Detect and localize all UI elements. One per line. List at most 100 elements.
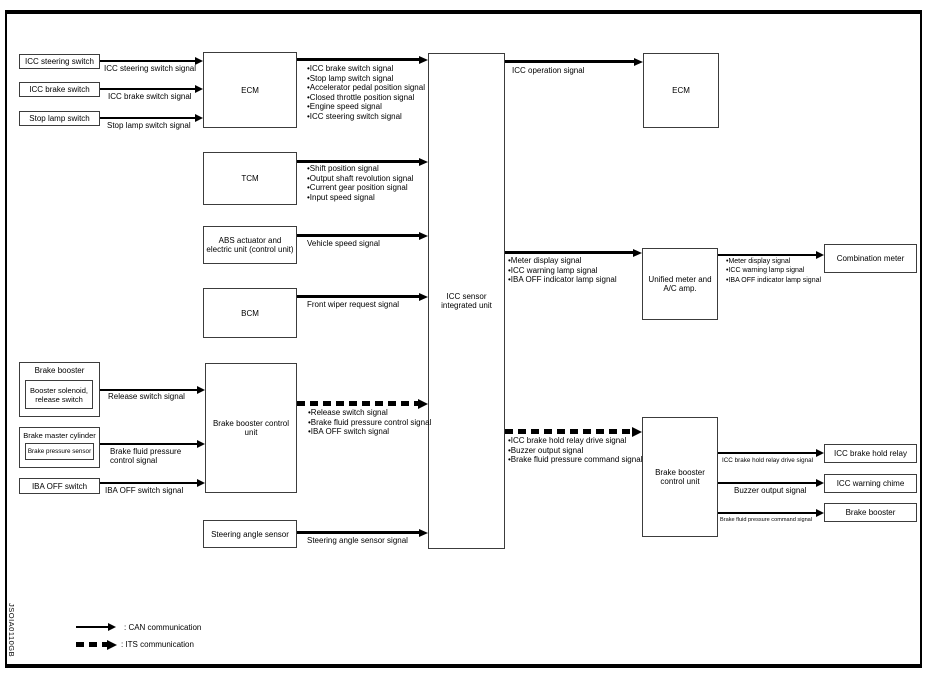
node-booster-solenoid: Booster solenoid, release switch — [25, 380, 93, 409]
node-icc-steering-switch: ICC steering switch — [19, 54, 100, 69]
signal-label-icc-brake: ICC brake switch signal — [108, 92, 192, 101]
node-label: Brake booster — [34, 366, 85, 375]
signal-list-item: •Output shaft revolution signal — [307, 173, 414, 183]
signal-list-item: •Input speed signal — [307, 192, 375, 202]
signal-list-bbcu-to-icc: •Release switch signal•Brake fluid press… — [308, 408, 431, 437]
signal-list-item: •Brake fluid pressure command signal — [508, 455, 643, 465]
node-ecm-left: ECM — [203, 52, 297, 128]
node-unified-meter: Unified meter and A/C amp. — [642, 248, 718, 320]
signal-list-item: •Engine speed signal — [307, 102, 382, 112]
node-stop-lamp-switch: Stop lamp switch — [19, 111, 100, 126]
node-brake-booster-cu-left: Brake booster control unit — [205, 363, 297, 493]
node-label: Brake booster control unit — [212, 419, 290, 437]
signal-list-tcm-to-icc: •Shift position signal•Output shaft revo… — [307, 164, 413, 202]
arrow-bbcu-to-icc-its — [297, 401, 418, 406]
signal-list-item: •Shift position signal — [307, 164, 379, 173]
node-combination-meter: Combination meter — [824, 244, 917, 273]
arrow-bbcu-to-chime — [718, 482, 816, 484]
diagram-border — [5, 10, 922, 668]
arrow-icc-to-bbcu-its — [505, 429, 632, 434]
arrow-abs-to-icc — [297, 234, 419, 237]
signal-list-item: •Closed throttle position signal — [307, 92, 415, 102]
signal-label-icc-steering: ICC steering switch signal — [104, 64, 197, 73]
signal-label-front-wiper: Front wiper request signal — [307, 300, 400, 309]
signal-list-item: •ICC warning lamp signal — [508, 265, 598, 275]
arrow-iba-to-bbcu — [100, 482, 197, 484]
signal-list-item: •Release switch signal — [308, 408, 388, 417]
signal-label-steering-angle: Steering angle sensor signal — [307, 536, 408, 545]
signal-label-hold-relay-drive: ICC brake hold relay drive signal — [722, 457, 813, 464]
node-brake-pressure-sensor: Brake pressure sensor — [25, 443, 94, 460]
signal-list-item: •ICC warning lamp signal — [726, 267, 805, 275]
signal-list-meter-to-comb: •Meter display signal •ICC warning lamp s… — [726, 257, 821, 285]
node-label: TCM — [241, 174, 259, 183]
signal-label-iba-off: IBA OFF switch signal — [105, 486, 184, 495]
signal-list-item: •Buzzer output signal — [508, 445, 584, 455]
legend-can-arrow — [76, 626, 108, 628]
node-bcm: BCM — [203, 288, 297, 338]
legend-its-label: : ITS communication — [121, 640, 194, 649]
node-tcm: TCM — [203, 152, 297, 205]
signal-list-icc-to-bbcu: •ICC brake hold relay drive signal•Buzze… — [508, 436, 642, 465]
signal-label-icc-operation: ICC operation signal — [512, 66, 585, 75]
arrow-icc-to-ecm-right — [505, 60, 634, 63]
node-label: Brake booster control unit — [655, 468, 705, 486]
signal-list-item: •IBA OFF indicator lamp signal — [726, 276, 822, 284]
node-label: ICC brake switch — [29, 85, 90, 94]
arrow-steering-angle-to-icc — [297, 531, 419, 534]
arrow-meter-to-combination — [718, 254, 816, 256]
node-icc-sensor-unit: ICC sensor integrated unit — [428, 53, 505, 549]
node-label: ICC sensor integrated unit — [441, 292, 492, 310]
signal-list-item: •Current gear position signal — [307, 183, 408, 193]
node-icc-brake-switch: ICC brake switch — [19, 82, 100, 97]
node-iba-off-switch: IBA OFF switch — [19, 478, 100, 494]
node-label: ECM — [672, 86, 690, 95]
signal-label-release-switch: Release switch signal — [108, 392, 185, 401]
arrow-icc-steering-to-ecm — [100, 60, 195, 62]
arrow-tcm-to-icc — [297, 160, 419, 163]
signal-list-icc-to-meter: •Meter display signal•ICC warning lamp s… — [508, 256, 617, 285]
node-icc-brake-hold-relay: ICC brake hold relay — [824, 444, 917, 463]
node-label: ICC warning chime — [836, 479, 905, 488]
node-label: Brake booster — [845, 508, 896, 517]
node-label: Brake master cylinder — [23, 431, 96, 440]
arrow-bbcu-to-booster — [718, 512, 816, 514]
signal-list-item: •Brake fluid pressure control signal — [308, 417, 432, 427]
signal-list-item: •Meter display signal — [726, 258, 791, 265]
node-abs-unit: ABS actuator and electric unit (control … — [203, 226, 297, 264]
legend-its-arrow — [76, 642, 107, 647]
node-label: ICC brake hold relay — [834, 449, 907, 458]
node-label: Combination meter — [836, 254, 905, 263]
arrow-icc-brake-to-ecm — [100, 88, 195, 90]
node-label: Stop lamp switch — [29, 114, 90, 123]
node-label: Unified meter and A/C amp. — [648, 275, 712, 293]
signal-list-item: •Meter display signal — [508, 256, 582, 265]
signal-label-vehicle-speed: Vehicle speed signal — [307, 239, 380, 248]
arrow-bcm-to-icc — [297, 295, 419, 298]
node-label: ABS actuator and electric unit (control … — [206, 236, 294, 254]
node-brake-booster-right: Brake booster — [824, 503, 917, 522]
signal-list-item: •Accelerator pedal position signal — [307, 83, 425, 93]
arrow-release-to-bbcu — [100, 389, 197, 391]
node-label: ICC steering switch — [25, 57, 94, 66]
node-icc-warning-chime: ICC warning chime — [824, 474, 917, 493]
node-ecm-right: ECM — [643, 53, 719, 128]
node-label: ECM — [241, 85, 259, 95]
figure-code: JSOIA0110GB — [7, 603, 16, 658]
node-label: Steering angle sensor — [211, 529, 289, 539]
signal-label-brake-fluid-control: Brake fluid pressure control signal — [110, 447, 182, 465]
signal-list-item: •IBA OFF switch signal — [308, 427, 390, 437]
signal-list-ecm-to-icc: •ICC brake switch signal•Stop lamp switc… — [307, 64, 425, 122]
signal-list-item: •ICC steering switch signal — [307, 111, 402, 121]
node-label: Booster solenoid, release switch — [30, 385, 88, 404]
node-steering-angle-sensor: Steering angle sensor — [203, 520, 297, 548]
signal-list-item: •Stop lamp switch signal — [307, 73, 394, 83]
signal-label-buzzer-output: Buzzer output signal — [734, 486, 807, 495]
arrow-icc-to-unified-meter — [505, 251, 633, 254]
node-label: BCM — [241, 308, 259, 318]
signal-list-item: •IBA OFF indicator lamp signal — [508, 275, 617, 285]
signal-label-brake-fluid-command: Brake fluid pressure command signal — [720, 517, 813, 523]
arrow-stop-lamp-to-ecm — [100, 117, 195, 119]
arrow-ecm-to-icc — [297, 58, 419, 61]
